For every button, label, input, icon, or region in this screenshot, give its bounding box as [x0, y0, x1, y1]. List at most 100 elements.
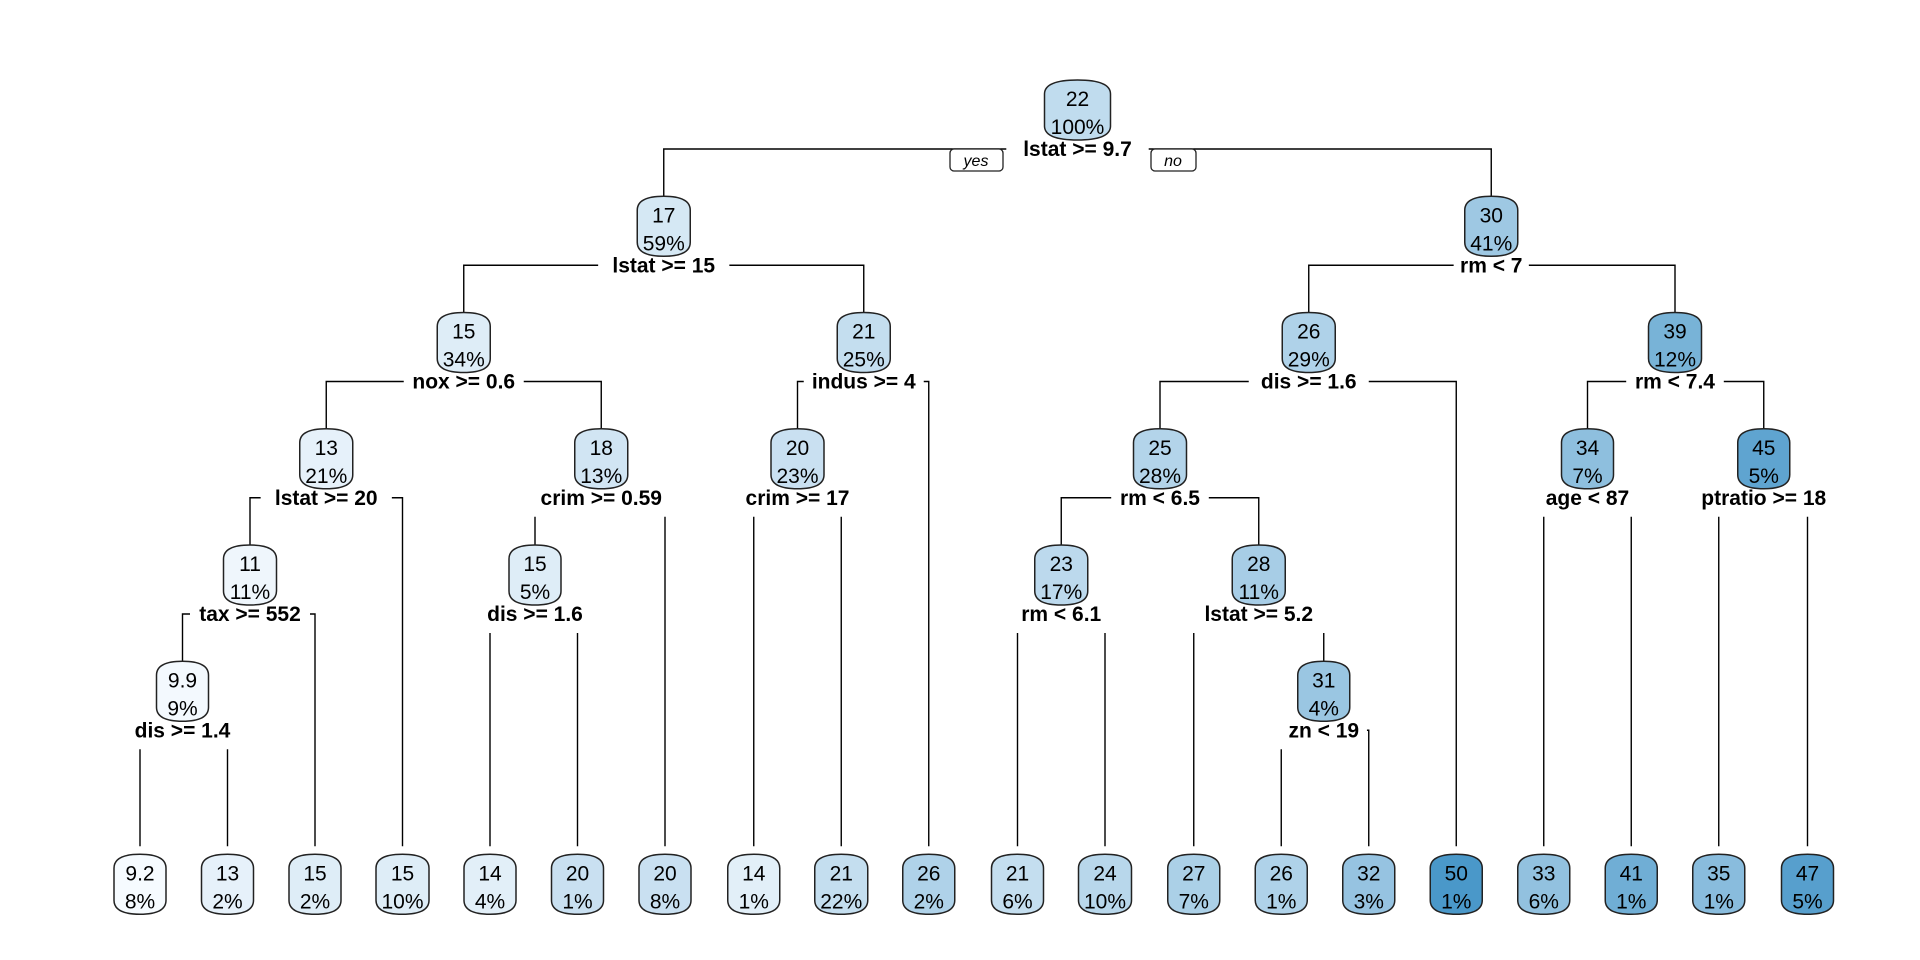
tree-nodes: 22100%1759%3041%1534%2125%2629%3912%1321…	[113, 79, 1835, 916]
node-box	[1429, 853, 1483, 916]
tree-edges	[139, 148, 1809, 847]
leaf-node: 351%	[1692, 853, 1746, 916]
node-box	[814, 853, 869, 916]
node-box	[508, 544, 562, 606]
node-value: 9.9	[168, 669, 197, 692]
node-percent: 7%	[1179, 890, 1209, 913]
split-label: dis >= 1.6	[487, 603, 583, 626]
node-box	[155, 660, 210, 723]
edge-left	[181, 613, 190, 662]
node-value: 25	[1148, 437, 1171, 460]
node-percent: 10%	[381, 890, 423, 913]
leaf-node: 9.28%	[113, 853, 167, 916]
split-label: age < 87	[1546, 487, 1629, 510]
leaf-node: 208%	[638, 853, 692, 916]
node-value: 23	[1050, 553, 1073, 576]
tree-node: 155%	[508, 544, 562, 606]
edge-left	[463, 264, 599, 313]
node-percent: 41%	[1470, 232, 1512, 255]
node-box	[1647, 311, 1703, 374]
leaf-node: 216%	[990, 853, 1045, 916]
node-percent: 8%	[125, 890, 155, 913]
edge-right	[1148, 148, 1492, 197]
node-value: 13	[216, 862, 239, 885]
node-box	[1780, 853, 1835, 916]
edge-right	[391, 497, 404, 847]
split-label: rm < 6.1	[1021, 603, 1101, 626]
node-box	[770, 427, 825, 490]
node-box	[1692, 853, 1746, 916]
node-percent: 11%	[230, 581, 270, 604]
node-value: 11	[239, 553, 261, 576]
split-label: lstat >= 20	[275, 487, 378, 510]
leaf-node: 261%	[1254, 853, 1308, 916]
node-percent: 7%	[1572, 465, 1602, 488]
node-box	[1517, 853, 1571, 916]
split-label: rm < 7	[1460, 254, 1522, 277]
edge-left	[1060, 497, 1112, 545]
node-box	[1132, 427, 1188, 490]
node-value: 45	[1752, 437, 1775, 460]
node-percent: 5%	[520, 581, 550, 604]
node-percent: 34%	[443, 349, 485, 372]
node-value: 34	[1576, 437, 1600, 460]
split-label: dis >= 1.6	[1261, 371, 1357, 394]
node-percent: 1%	[1704, 890, 1734, 913]
node-percent: 6%	[1002, 890, 1032, 913]
leaf-node: 141%	[727, 853, 781, 916]
node-percent: 59%	[643, 232, 685, 255]
node-box	[1254, 853, 1308, 916]
node-percent: 23%	[776, 465, 818, 488]
yes-no-legend: yes no	[949, 148, 1197, 172]
node-percent: 29%	[1288, 349, 1330, 372]
node-value: 17	[652, 204, 675, 227]
node-value: 41	[1620, 862, 1643, 885]
node-percent: 2%	[212, 890, 242, 913]
node-box	[1737, 427, 1791, 490]
node-value: 26	[1297, 321, 1320, 344]
node-value: 15	[303, 862, 326, 885]
node-value: 9.2	[125, 862, 154, 885]
split-label: lstat >= 15	[612, 254, 715, 277]
edge-left	[325, 380, 404, 429]
node-percent: 5%	[1792, 890, 1822, 913]
node-box	[1464, 195, 1519, 258]
node-box	[1167, 853, 1221, 916]
node-value: 50	[1445, 862, 1468, 885]
edge-left	[796, 380, 804, 429]
node-value: 15	[523, 553, 546, 576]
node-percent: 28%	[1139, 465, 1181, 488]
node-box	[990, 853, 1045, 916]
node-percent: 1%	[1441, 890, 1471, 913]
node-box	[727, 853, 781, 916]
node-percent: 10%	[1084, 890, 1126, 913]
node-box	[1043, 79, 1112, 141]
leaf-node: 132%	[200, 853, 255, 916]
node-box	[375, 853, 430, 916]
split-label: zn < 19	[1288, 719, 1359, 742]
node-box	[550, 853, 605, 916]
edge-right	[729, 264, 865, 313]
leaf-node: 336%	[1517, 853, 1571, 916]
node-box	[1034, 544, 1089, 606]
leaf-node: 277%	[1167, 853, 1221, 916]
tree-node: 9.99%	[155, 660, 210, 723]
node-percent: 2%	[914, 890, 944, 913]
yes-badge	[949, 148, 1004, 172]
split-label: lstat >= 9.7	[1023, 138, 1132, 161]
split-label: dis >= 1.4	[135, 719, 231, 742]
node-box	[638, 853, 692, 916]
edge-left	[1159, 380, 1249, 429]
node-value: 47	[1796, 862, 1819, 885]
